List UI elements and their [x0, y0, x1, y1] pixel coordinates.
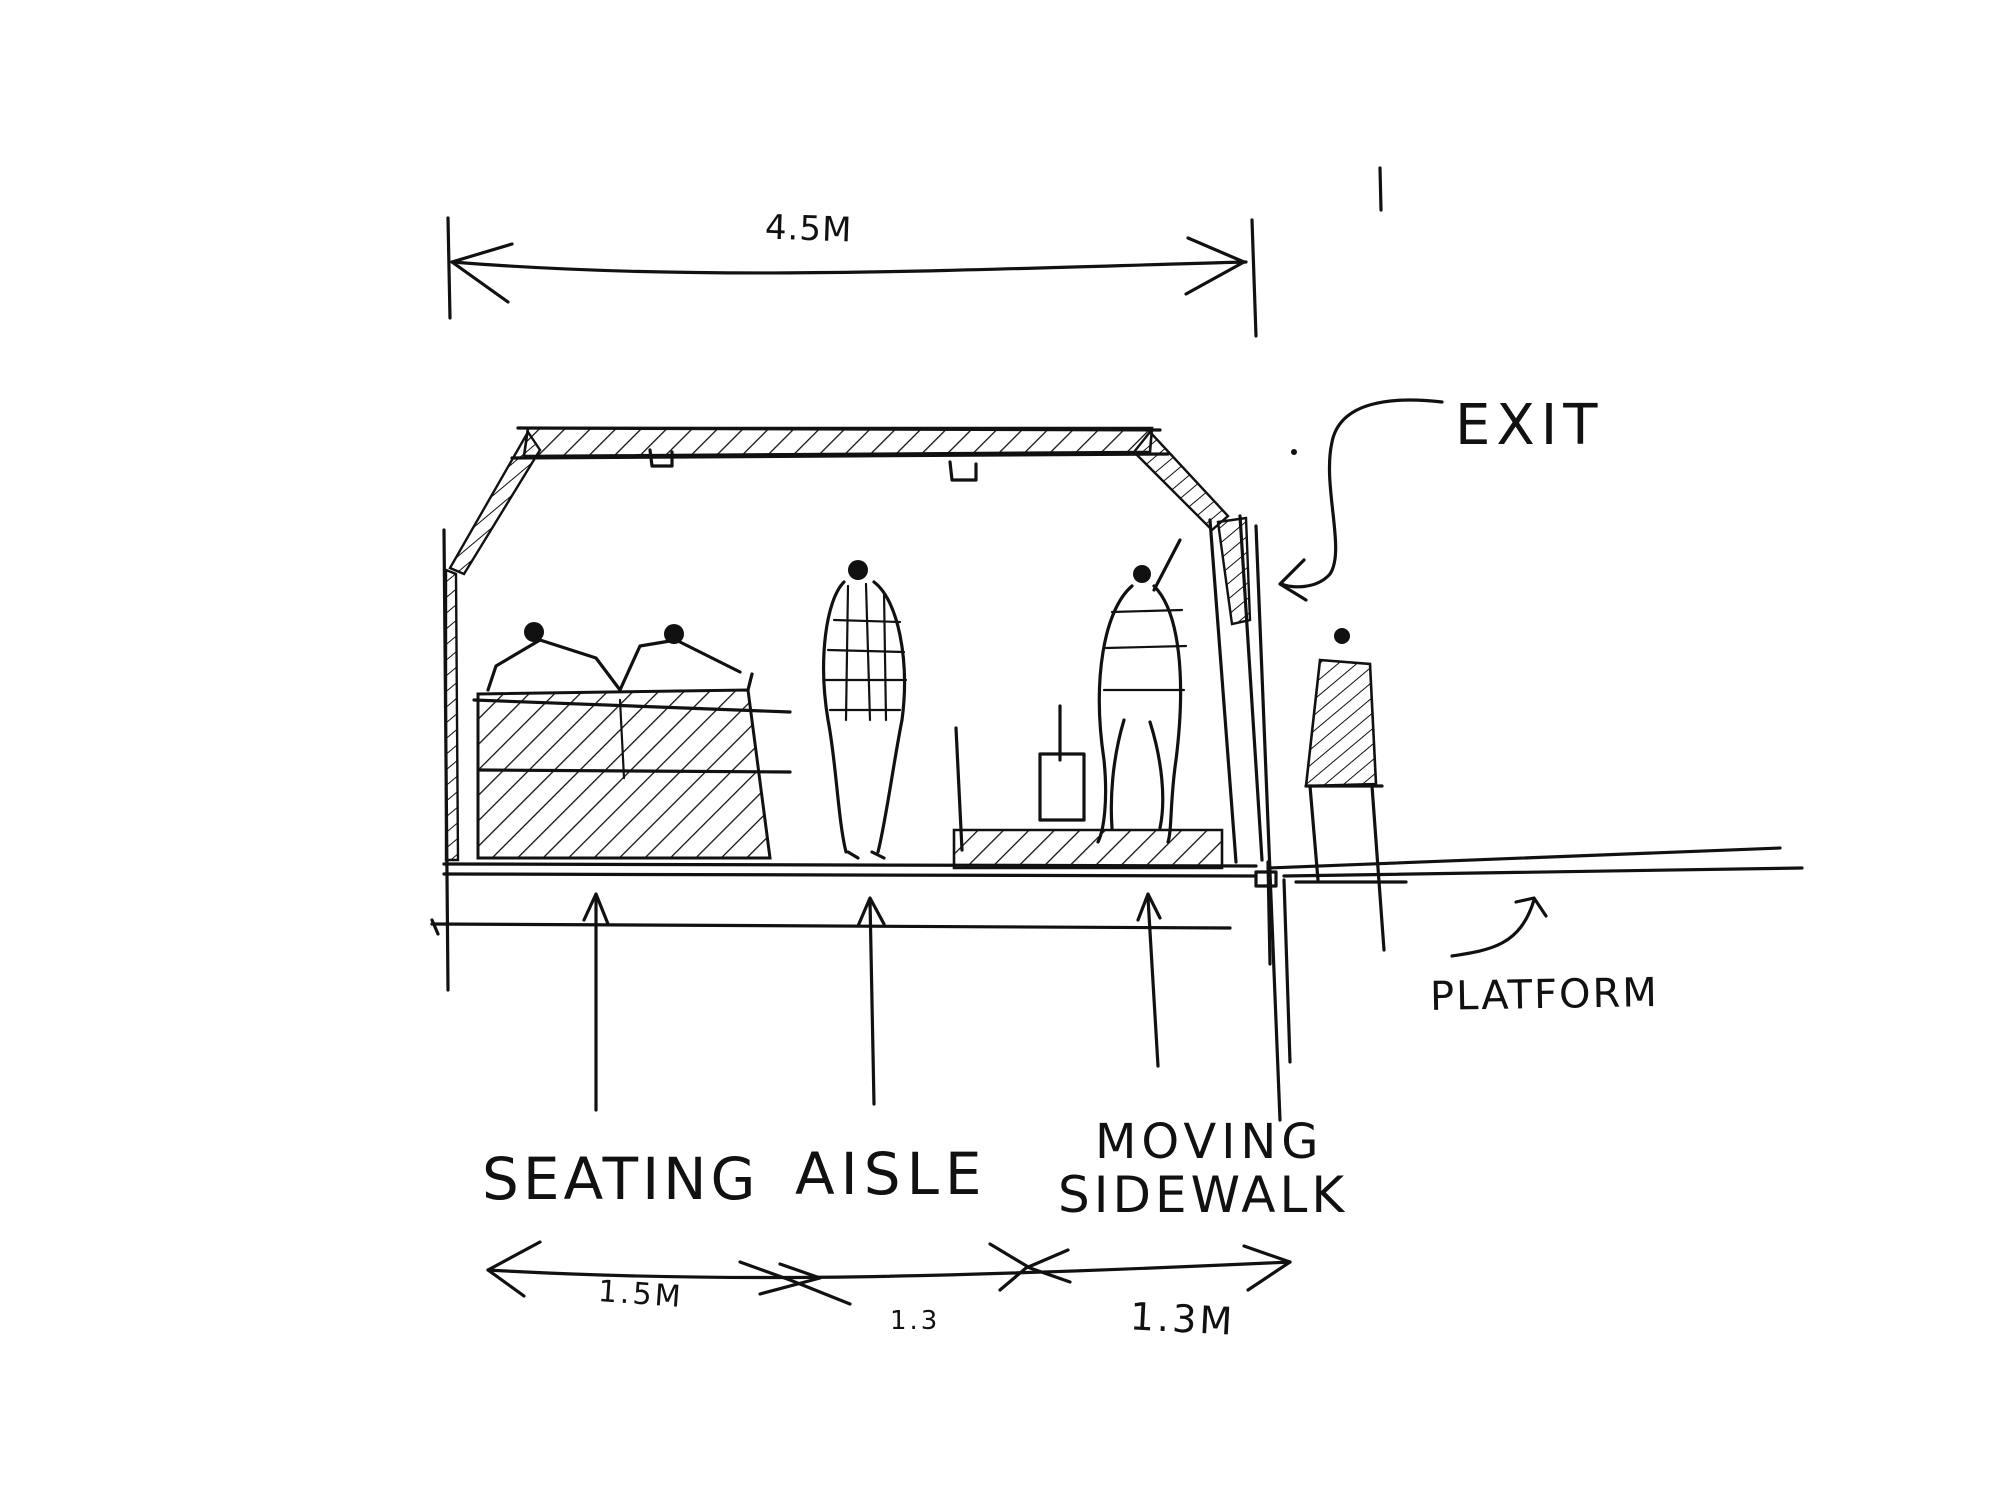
overall-width-label: 4.5M: [764, 207, 854, 251]
platform-edge: [1266, 846, 1804, 884]
aisle-dimension-label: 1.3: [890, 1306, 941, 1336]
overall-dimension: [446, 216, 1258, 338]
car-right-wall: [1208, 514, 1292, 1122]
aisle-arrow: [868, 898, 876, 1106]
exit-label: EXIT: [1455, 393, 1604, 458]
standing-passenger-figure: [822, 560, 908, 860]
seating-dimension-label: 1.5M: [596, 1274, 685, 1315]
bottom-dimension-chain: [486, 1240, 1292, 1306]
aisle-label: AISLE: [795, 1140, 988, 1208]
label-arrows: [582, 892, 1162, 1112]
platform-label: PLATFORM: [1429, 970, 1660, 1020]
car-roof: [448, 426, 1230, 576]
platform-figure: [1304, 628, 1386, 952]
moving-sidewalk-dimension-label: 1.3M: [1128, 1294, 1237, 1344]
stray-mark: [1378, 166, 1383, 212]
platform-leader: [1450, 896, 1548, 958]
moving-sidewalk-deck: [952, 538, 1224, 870]
seating-block: [472, 622, 792, 860]
seating-label: SEATING: [482, 1145, 760, 1213]
moving-label: MOVING: [1095, 1114, 1324, 1170]
sidewalk-label: SIDEWALK: [1058, 1166, 1349, 1224]
exit-leader: [1278, 398, 1444, 602]
section-base-line: [430, 918, 1232, 936]
car-left-wall: [442, 528, 460, 992]
moving-sidewalk-arrow: [1146, 896, 1160, 1068]
